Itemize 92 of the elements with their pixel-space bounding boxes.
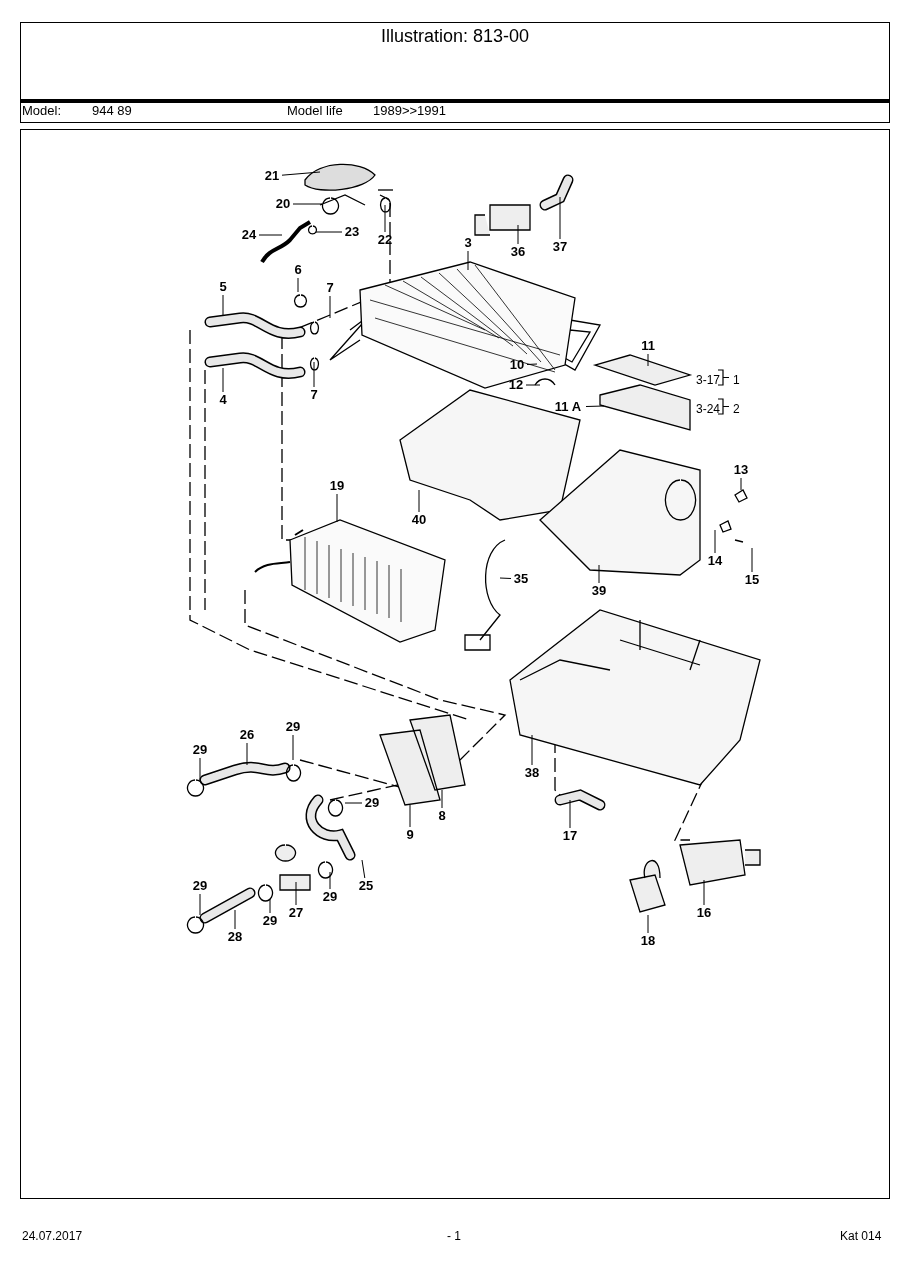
- leader-line: [703, 879, 705, 906]
- leader-line: [418, 489, 420, 513]
- leader-line: [409, 804, 411, 828]
- leader-line: [246, 742, 248, 766]
- leader-line: [526, 363, 538, 365]
- leader-line: [297, 277, 299, 293]
- leader-line: [499, 577, 512, 579]
- leader-line: [647, 914, 649, 934]
- leader-line: [559, 196, 561, 240]
- callout-number: 16: [695, 906, 713, 920]
- leader-line: [585, 405, 605, 407]
- callout-number: 15: [743, 573, 761, 587]
- callout-number: 3: [463, 236, 473, 250]
- group-number: 2: [733, 402, 740, 416]
- field-value: 1989>>1991: [373, 103, 447, 118]
- callout-number: 9: [405, 828, 415, 842]
- callout-number: 4: [218, 393, 228, 407]
- callout-number: 40: [410, 513, 428, 527]
- callout-number: 29: [284, 720, 302, 734]
- callout-number: 22: [376, 233, 394, 247]
- callout-number: 11: [639, 339, 657, 353]
- leader-line: [222, 294, 224, 317]
- leader-line: [292, 734, 294, 761]
- leader-line: [329, 295, 331, 319]
- callout-number: 37: [551, 240, 569, 254]
- leader-line: [199, 757, 201, 781]
- field-label: Model:: [22, 103, 62, 118]
- callout-number: 29: [191, 879, 209, 893]
- leader-line: [751, 547, 753, 573]
- page-number: - 1: [447, 1229, 461, 1243]
- leader-line: [234, 909, 236, 930]
- page-title: Illustration: 813-00: [380, 26, 530, 47]
- leader-line: [714, 529, 716, 554]
- callout-number: 38: [523, 766, 541, 780]
- footer-date: 24.07.2017: [22, 1229, 83, 1243]
- callout-number: 20: [274, 197, 292, 211]
- leader-line: [336, 493, 338, 523]
- callout-number: 7: [325, 281, 335, 295]
- field-label: Model life: [287, 103, 343, 118]
- callout-number: 6: [293, 263, 303, 277]
- leader-line: [269, 898, 271, 914]
- leader-line: [315, 231, 343, 233]
- range-label: 3-24: [696, 402, 721, 416]
- callout-number: 26: [238, 728, 256, 742]
- leader-line: [384, 204, 386, 233]
- leader-line: [361, 859, 366, 879]
- group-number: 1: [733, 373, 740, 387]
- leader-line: [258, 234, 283, 236]
- callout-number: 5: [218, 280, 228, 294]
- callout-number: 29: [191, 743, 209, 757]
- callout-number: 10: [508, 358, 526, 372]
- leader-line: [531, 734, 533, 766]
- callout-number: 36: [509, 245, 527, 259]
- leader-line: [517, 224, 519, 245]
- field-value: 944 89: [92, 103, 132, 118]
- callout-number: 28: [226, 930, 244, 944]
- callout-number: 14: [706, 554, 724, 568]
- leader-line: [467, 250, 469, 271]
- callout-number: 29: [321, 890, 339, 904]
- callout-number: 23: [343, 225, 361, 239]
- leader-line: [222, 367, 224, 393]
- callout-number: 17: [561, 829, 579, 843]
- leader-line: [199, 893, 201, 916]
- callout-number: 27: [287, 906, 305, 920]
- callout-number: 13: [732, 463, 750, 477]
- leader-line: [295, 881, 297, 906]
- callout-number: 7: [309, 388, 319, 402]
- callout-number: 18: [639, 934, 657, 948]
- leader-line: [441, 789, 443, 809]
- callout-number: 25: [357, 879, 375, 893]
- leader-line: [647, 353, 649, 367]
- callout-number: 12: [507, 378, 525, 392]
- leader-line: [598, 564, 600, 584]
- callout-number: 21: [263, 169, 281, 183]
- callout-number: 29: [261, 914, 279, 928]
- leader-line: [344, 802, 363, 804]
- callout-number: 39: [590, 584, 608, 598]
- leader-line: [292, 203, 323, 205]
- callout-number: 8: [437, 809, 447, 823]
- callout-number: 24: [240, 228, 258, 242]
- range-label: 3-17: [696, 373, 721, 387]
- leader-line: [281, 171, 321, 176]
- leader-line: [740, 477, 742, 491]
- callout-number: 19: [328, 479, 346, 493]
- leader-line: [525, 384, 541, 386]
- catalog-code: Kat 014: [840, 1229, 882, 1243]
- callout-number: 11 A: [551, 400, 585, 414]
- callout-number: 29: [363, 796, 381, 810]
- leader-line: [329, 871, 331, 890]
- leader-line: [313, 361, 315, 388]
- leader-line: [569, 799, 571, 829]
- callout-number: 35: [512, 572, 530, 586]
